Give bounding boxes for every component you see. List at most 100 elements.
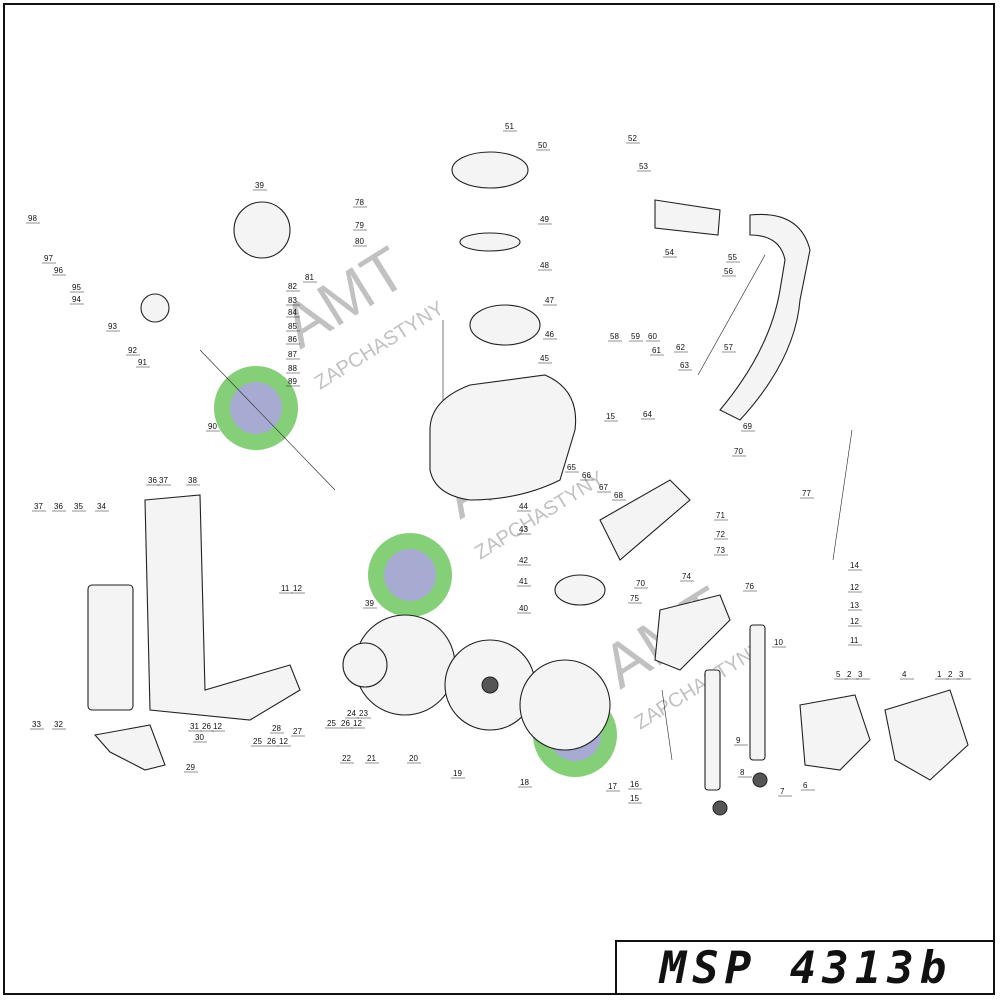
lid-seal-ring [459, 232, 521, 252]
callout-number: 2 [847, 670, 852, 679]
callout-number: 61 [652, 346, 661, 355]
callout-number: 68 [614, 491, 623, 500]
engine [799, 694, 871, 771]
callout-number: 23 [359, 709, 368, 718]
callout-number: 97 [44, 254, 53, 263]
callout-number: 84 [288, 308, 297, 317]
callout-number: 47 [545, 296, 554, 305]
callout-number: 83 [288, 296, 297, 305]
callout-number: 90 [208, 422, 217, 431]
callout-number: 70 [636, 579, 645, 588]
tank-strainer [469, 304, 541, 346]
bolt-rod [661, 689, 673, 761]
callout-number: 38 [188, 476, 197, 485]
callout-number: 12 [293, 584, 302, 593]
throttle-cable [832, 429, 853, 561]
callout-number: 54 [665, 248, 674, 257]
callout-number: 27 [293, 727, 302, 736]
callout-number: 37 [34, 502, 43, 511]
callout-number: 81 [305, 273, 314, 282]
callout-number: 8 [740, 768, 745, 777]
callout-number: 31 [190, 722, 199, 731]
callout-number: 73 [716, 546, 725, 555]
blower-elbow-pipe [719, 213, 811, 421]
callout-number: 53 [639, 162, 648, 171]
callout-number: 28 [272, 724, 281, 733]
corrugated-hose [599, 479, 691, 561]
callout-number: 37 [159, 476, 168, 485]
backpack-frame [144, 494, 301, 721]
callout-number: 33 [32, 720, 41, 729]
callout-number: 40 [519, 604, 528, 613]
callout-number: 12 [213, 722, 222, 731]
callout-number: 20 [409, 754, 418, 763]
callout-number: 71 [716, 511, 725, 520]
callout-number: 55 [728, 253, 737, 262]
callout-number: 56 [724, 267, 733, 276]
callout-number: 10 [774, 638, 783, 647]
callout-number: 94 [72, 295, 81, 304]
flow-plate [233, 201, 291, 259]
callout-number: 88 [288, 364, 297, 373]
callout-number: 93 [108, 322, 117, 331]
rubber-mount [752, 772, 768, 788]
callout-number: 25 [327, 719, 336, 728]
callout-number: 44 [519, 502, 528, 511]
callout-number: 42 [519, 556, 528, 565]
impeller-hub [481, 676, 499, 694]
callout-number: 52 [628, 134, 637, 143]
callout-number: 75 [630, 594, 639, 603]
callout-number: 12 [850, 617, 859, 626]
callout-number: 63 [680, 361, 689, 370]
callout-number: 59 [631, 332, 640, 341]
callout-number: 50 [538, 141, 547, 150]
callout-number: 62 [676, 343, 685, 352]
callout-number: 64 [643, 410, 652, 419]
callout-number: 92 [128, 346, 137, 355]
callout-number: 82 [288, 282, 297, 291]
callout-number: 89 [288, 377, 297, 386]
callout-number: 69 [743, 422, 752, 431]
callout-number: 74 [682, 572, 691, 581]
callout-number: 79 [355, 221, 364, 230]
wand-rod [199, 349, 336, 491]
callout-number: 7 [780, 787, 785, 796]
callout-number: 12 [353, 719, 362, 728]
callout-number: 19 [453, 769, 462, 778]
throttle-handle [93, 724, 166, 771]
callout-number: 16 [630, 780, 639, 789]
callout-number: 58 [610, 332, 619, 341]
callout-number: 96 [54, 266, 63, 275]
rubber-mount [712, 800, 728, 816]
callout-number: 66 [582, 471, 591, 480]
callout-number: 22 [342, 754, 351, 763]
callout-number: 5 [836, 670, 841, 679]
fan-housing-rear [519, 659, 611, 751]
callout-number: 51 [505, 122, 514, 131]
callout-number: 32 [54, 720, 63, 729]
callout-number: 72 [716, 530, 725, 539]
callout-number: 9 [736, 736, 741, 745]
callout-number: 78 [355, 198, 364, 207]
callout-number: 70 [734, 447, 743, 456]
callout-number: 3 [959, 670, 964, 679]
callout-number: 36 [54, 502, 63, 511]
callout-number: 87 [288, 350, 297, 359]
callout-number: 48 [540, 261, 549, 270]
callout-number: 77 [802, 489, 811, 498]
callout-number: 57 [724, 343, 733, 352]
callout-number: 29 [186, 763, 195, 772]
back-pad [87, 584, 134, 711]
callout-number: 43 [519, 525, 528, 534]
callout-number: 17 [608, 782, 617, 791]
callout-number: 60 [648, 332, 657, 341]
callout-number: 85 [288, 322, 297, 331]
callout-number: 39 [365, 599, 374, 608]
callout-number: 25 [253, 737, 262, 746]
callout-number: 45 [540, 354, 549, 363]
callout-number: 11 [281, 584, 290, 593]
callout-number: 26 [267, 737, 276, 746]
